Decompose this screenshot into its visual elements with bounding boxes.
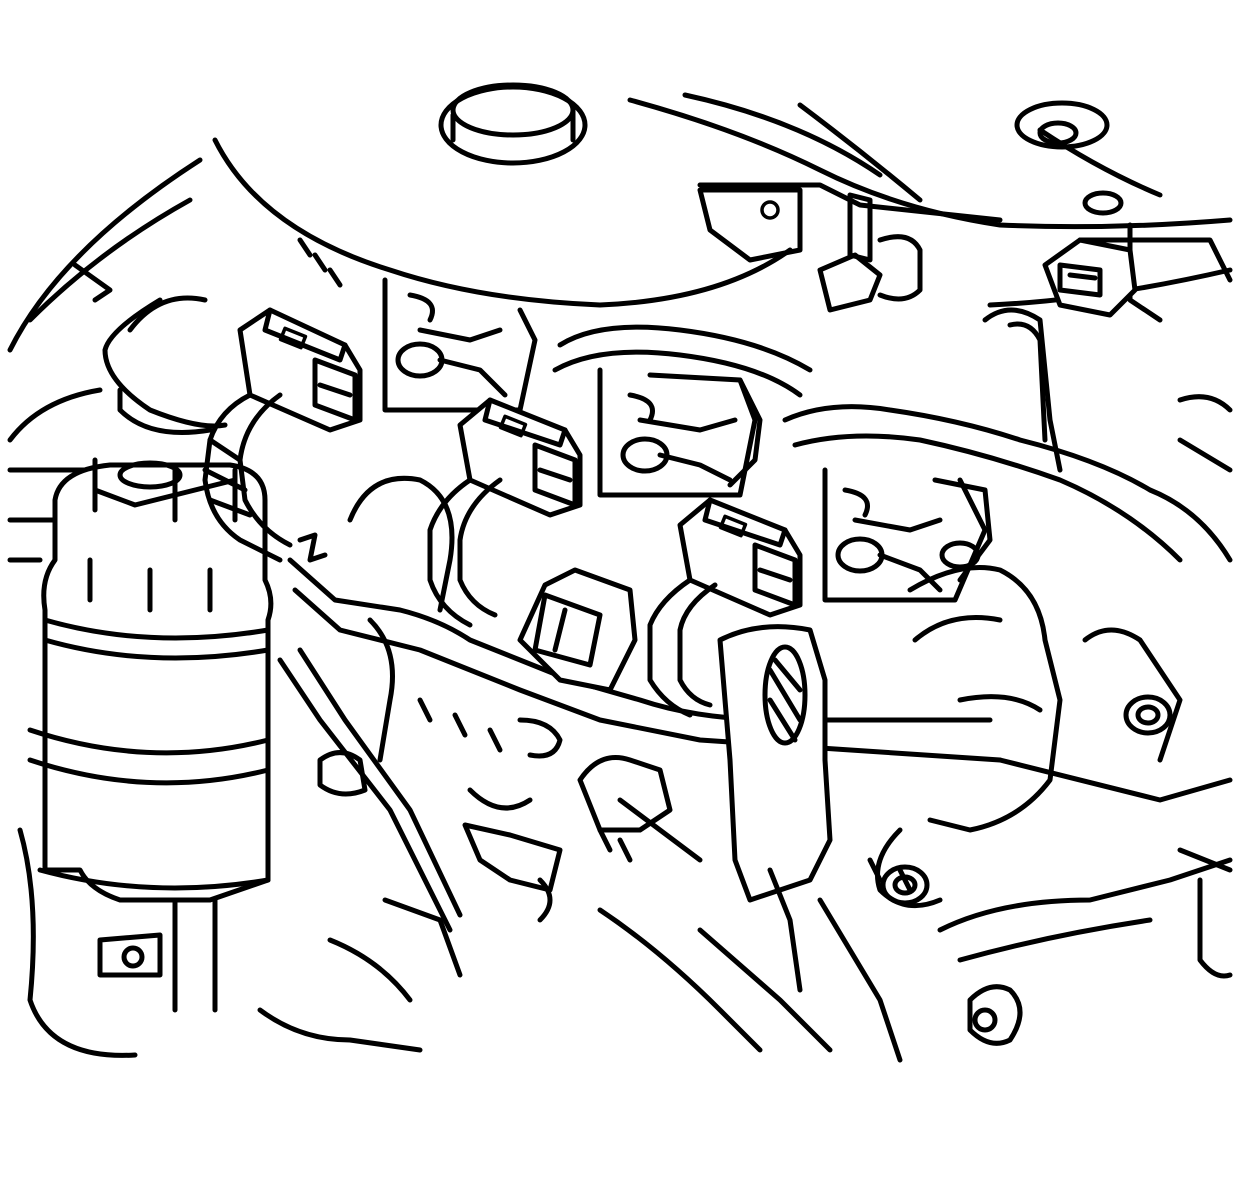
oil-filter-housing: [17, 457, 274, 1058]
ignition-coil-3: [822, 467, 993, 603]
cover-plug-right: [1014, 100, 1110, 150]
coil-connector-3: [647, 497, 803, 718]
cover-plug-left: [438, 82, 588, 166]
ignition-coil-2: [597, 367, 763, 498]
coil-connector-1: [202, 307, 363, 563]
cover-grommet: [1082, 190, 1124, 216]
sensor-connector: [697, 187, 1138, 318]
ignition-coil-4: [875, 565, 1063, 909]
coil-rail-details: [297, 237, 913, 893]
lower-hoses: [257, 617, 903, 1063]
coil-connector-4: [517, 567, 638, 693]
engine-block-right: [937, 222, 1233, 1046]
oil-fill-cap: [102, 295, 228, 435]
coil-connector-2: [427, 397, 583, 628]
mounting-bracket: [717, 624, 833, 903]
